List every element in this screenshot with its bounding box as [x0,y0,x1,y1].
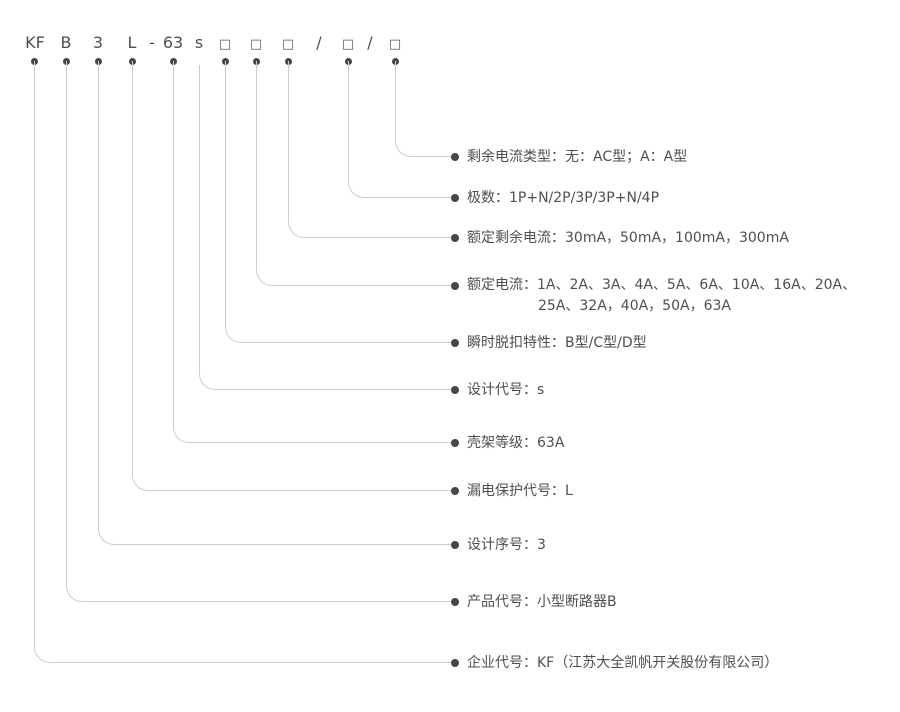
bullet-icon [451,153,459,161]
label-text: 产品代号：小型断路器B [467,593,617,610]
label-text: 漏电保护代号：L [467,482,573,499]
code-segment-box: □ [249,37,263,52]
code-segment: s [194,33,204,52]
connector-line [34,61,455,663]
label-text: 壳架等级：63A [467,434,565,451]
label-row: 瞬时脱扣特性：B型/C型/D型 [451,333,647,353]
label-row: 剩余电流类型：无：AC型；A：A型 [451,147,687,167]
bullet-icon [451,282,459,290]
label-row: 设计序号：3 [451,535,546,555]
bullet-icon [451,194,459,202]
label-row: 额定剩余电流：30mA，50mA，100mA，300mA [451,228,789,248]
connector-line [348,61,455,198]
bullet-icon [451,386,459,394]
label-text: 设计序号：3 [467,536,546,553]
label-text: 瞬时脱扣特性：B型/C型/D型 [467,334,647,351]
label-row: 漏电保护代号：L [451,481,573,501]
label-row: 企业代号：KF（江苏大全凯帆开关股份有限公司） [451,653,778,673]
label-text: 极数：1P+N/2P/3P/3P+N/4P [467,189,660,206]
connector-line [288,61,455,238]
connector-line [225,61,455,343]
label-text: 企业代号：KF（江苏大全凯帆开关股份有限公司） [467,654,779,671]
code-segment: L [127,33,137,52]
label-row: 壳架等级：63A [451,433,564,453]
code-segment-hyphen: - [149,33,155,52]
connector-line [199,65,455,390]
code-segment-box: □ [341,37,355,52]
code-segment: 3 [92,33,104,52]
bullet-icon [451,439,459,447]
code-segment: B [60,33,72,52]
bullet-icon [451,234,459,242]
label-row: 产品代号：小型断路器B [451,592,617,612]
label-row: 极数：1P+N/2P/3P/3P+N/4P [451,188,659,208]
label-text: 额定剩余电流：30mA，50mA，100mA，300mA [467,229,789,246]
code-segment-box: □ [218,37,232,52]
label-row: 设计代号：s [451,380,544,400]
label-text: 设计代号：s [467,381,545,398]
connector-line [132,61,455,491]
code-segment-slash: / [316,33,322,52]
connector-line [395,61,455,157]
code-segment-box: □ [388,37,402,52]
bullet-icon [451,659,459,667]
bullet-icon [451,339,459,347]
code-segment: 63 [162,33,184,52]
label-line: 额定电流：1A、2A、3A、4A、5A、6A、10A、16A、20A、 [467,277,857,293]
bullet-icon [451,541,459,549]
connector-line [173,61,455,443]
label-row: 额定电流：1A、2A、3A、4A、5A、6A、10A、16A、20A、 25A、… [451,275,856,317]
code-segment-slash: / [367,33,373,52]
label-text: 剩余电流类型：无：AC型；A：A型 [467,148,688,165]
bullet-icon [451,598,459,606]
connector-line [98,61,455,545]
connector-line [66,61,455,602]
label-text: 额定电流：1A、2A、3A、4A、5A、6A、10A、16A、20A、 25A、… [467,275,856,317]
label-line: 25A、32A，40A，50A，63A [538,298,731,314]
code-segment-box: □ [281,37,295,52]
bullet-icon [451,487,459,495]
connector-line [256,61,455,286]
code-segment: KF [25,33,45,52]
